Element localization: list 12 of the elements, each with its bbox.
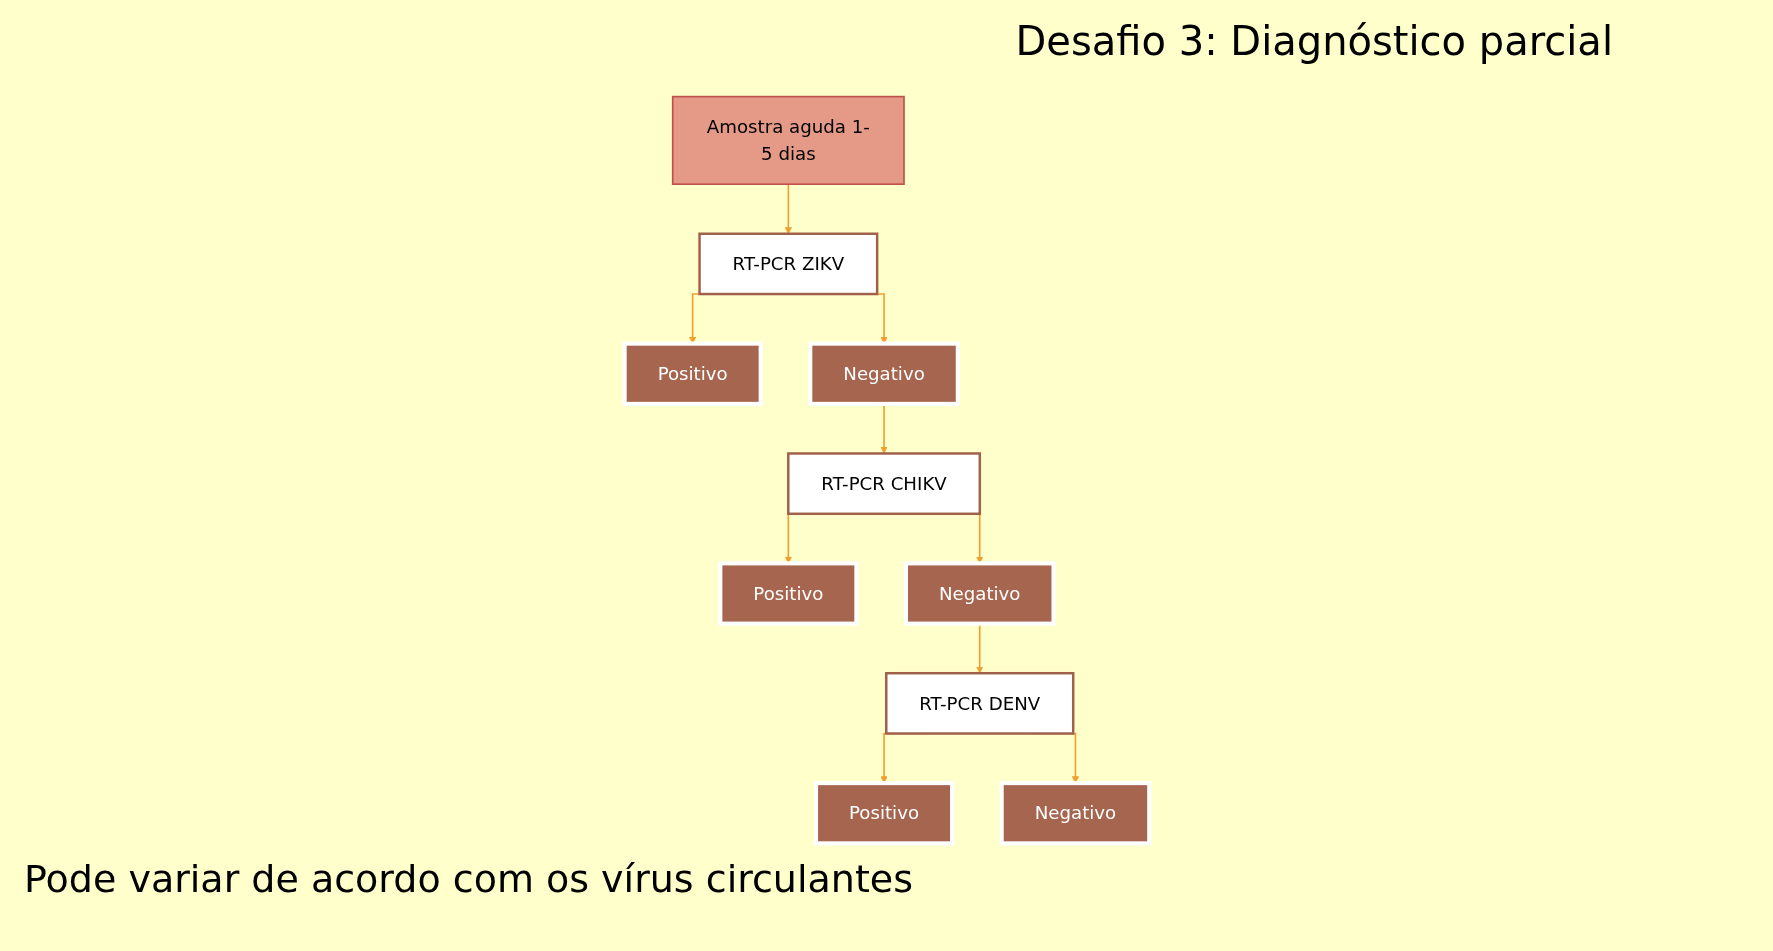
node-box: Negativo <box>903 561 1056 626</box>
node-box: Positivo <box>813 781 954 846</box>
node-box: Amostra aguda 1-5 dias <box>671 95 905 185</box>
node-box: RT-PCR ZIKV <box>697 232 878 296</box>
node-box: Positivo <box>717 561 859 626</box>
node-box: RT-PCR CHIKV <box>786 452 981 515</box>
node-box: RT-PCR DENV <box>884 671 1075 735</box>
node-box: Positivo <box>622 341 763 406</box>
node-box: Negativo <box>999 781 1151 846</box>
diagram-title: Desafio 3: Diagnóstico parcial <box>1015 18 1613 64</box>
node-box: Negativo <box>807 341 960 406</box>
note-text: Pode variar de acordo com os vírus circulantes <box>24 857 913 901</box>
